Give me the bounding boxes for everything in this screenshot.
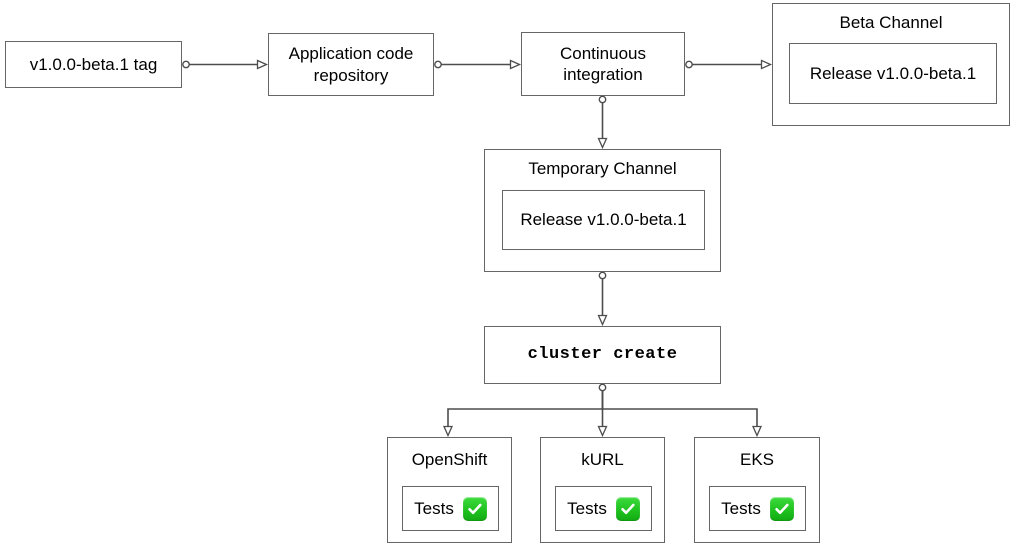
edge-source-dot-ci-temp <box>598 95 607 104</box>
kurl-title: kURL <box>581 450 624 469</box>
node-continuous-integration[interactable]: Continuous integration <box>521 32 685 96</box>
green-check-icon <box>769 496 794 521</box>
edge-source-dot-temp-cluster <box>598 271 607 280</box>
green-check-icon <box>462 496 487 521</box>
node-ci-label-line2: integration <box>563 65 643 84</box>
node-repo-label-line1: Application code <box>288 44 414 64</box>
edge-source-dot-tag-repo <box>182 60 190 69</box>
eks-title: EKS <box>739 450 775 469</box>
edge-cluster-create-to-openshift <box>442 391 604 438</box>
kurl-tests-label: Tests <box>567 498 607 518</box>
node-ci-label-line1: Continuous <box>559 43 646 63</box>
beta-channel-release-label: Release v1.0.0-beta.1 <box>809 63 977 83</box>
node-cluster-create-label: cluster create <box>527 345 678 365</box>
openshift-tests-label: Tests <box>414 498 454 518</box>
kurl-tests-box[interactable]: Tests <box>555 486 652 531</box>
beta-channel-title: Beta Channel <box>839 13 943 32</box>
node-openshift[interactable]: OpenShift Tests <box>387 437 512 543</box>
edge-source-dot-repo-ci <box>434 60 442 69</box>
node-version-tag-label: v1.0.0-beta.1 tag <box>29 54 158 74</box>
temporary-channel-release-label: Release v1.0.0-beta.1 <box>520 210 687 229</box>
node-version-tag[interactable]: v1.0.0-beta.1 tag <box>5 41 182 88</box>
eks-tests-box[interactable]: Tests <box>709 486 806 531</box>
node-temporary-channel[interactable]: Temporary Channel Release v1.0.0-beta.1 <box>484 149 721 272</box>
green-check-icon <box>615 496 640 521</box>
node-beta-channel[interactable]: Beta Channel Release v1.0.0-beta.1 <box>772 3 1010 126</box>
node-kurl[interactable]: kURL Tests <box>540 437 665 543</box>
temporary-channel-title: Temporary Channel <box>528 159 677 178</box>
node-eks[interactable]: EKS Tests <box>694 437 820 543</box>
edge-source-dot-ci-beta <box>685 60 693 69</box>
node-application-code-repository[interactable]: Application code repository <box>268 33 434 96</box>
beta-channel-release-box[interactable]: Release v1.0.0-beta.1 <box>789 43 997 104</box>
temporary-channel-release-box[interactable]: Release v1.0.0-beta.1 <box>502 190 705 250</box>
eks-tests-label: Tests <box>721 498 761 518</box>
openshift-title: OpenShift <box>411 450 488 469</box>
node-repo-label-line2: repository <box>313 65 389 85</box>
openshift-tests-box[interactable]: Tests <box>402 486 499 531</box>
edge-source-dot-cluster-fanout <box>598 383 607 392</box>
edge-cluster-create-to-eks <box>601 391 763 438</box>
node-cluster-create[interactable]: cluster create <box>484 326 721 384</box>
